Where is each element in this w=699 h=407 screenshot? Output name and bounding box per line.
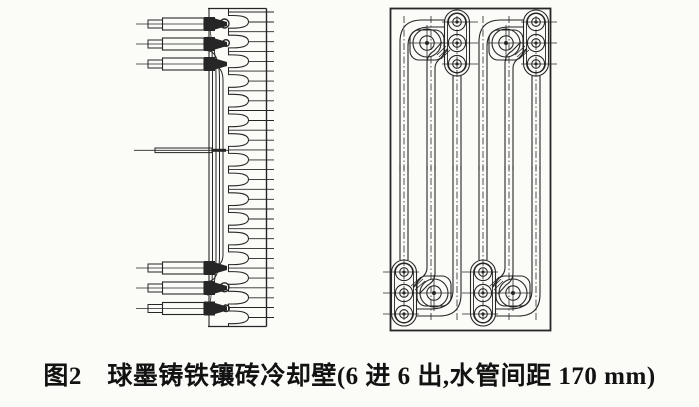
figure-drawings	[134, 7, 557, 332]
water-pipe-stubs	[136, 17, 230, 316]
pipe-circuit-top	[399, 9, 557, 170]
serrated-brick-grooves	[227, 8, 274, 327]
side-section-view	[134, 7, 274, 328]
cooling-stave-drawing	[134, 7, 557, 332]
front-view	[383, 7, 557, 332]
thermocouple-rod	[134, 147, 229, 154]
figure-caption: 图2 球墨铸铁镶砖冷却壁(6 进 6 出,水管间距 170 mm)	[43, 363, 656, 390]
pipe-circuit-bottom	[383, 166, 541, 327]
stave-body-outline	[208, 7, 268, 328]
stave-panel-border	[389, 7, 552, 332]
